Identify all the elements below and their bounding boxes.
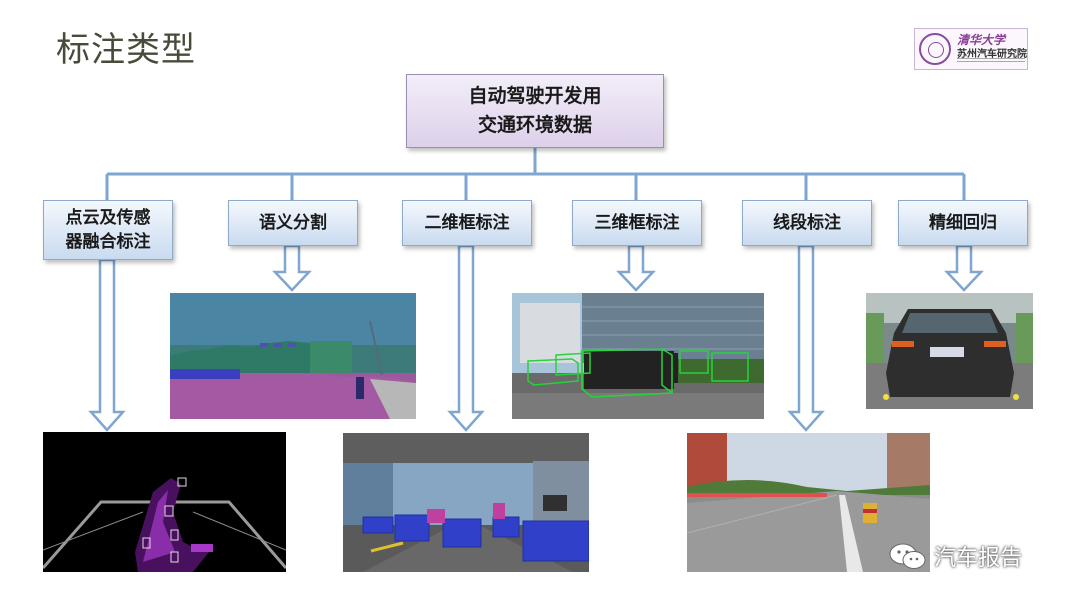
node-3d-box: 三维框标注 <box>572 200 702 246</box>
page-title: 标注类型 <box>56 30 196 70</box>
root-node: 自动驾驶开发用 交通环境数据 <box>406 74 664 148</box>
line-segment-image <box>687 433 930 572</box>
logo-subtitle: 苏州汽车研究院 <box>957 49 1027 60</box>
watermark-text: 汽车报告 <box>934 546 1023 571</box>
node-label-line1: 点云及传感 <box>65 208 151 228</box>
node-fine-regression: 精细回归 <box>898 200 1028 246</box>
logo-fine-print <box>957 58 1025 64</box>
2d-box-image <box>343 433 589 572</box>
tsinghua-logo: 清华大学 苏州汽车研究院 <box>914 28 1028 70</box>
pointcloud-image <box>43 432 286 572</box>
node-semantic-segmentation: 语义分割 <box>228 200 358 246</box>
3d-box-image <box>512 293 764 419</box>
logo-name: 清华大学 <box>957 33 1006 47</box>
node-label: 二维框标注 <box>424 213 510 233</box>
arrow-down-icon <box>944 244 984 292</box>
arrow-down-icon <box>616 244 656 292</box>
node-label: 精细回归 <box>929 213 997 233</box>
node-line-segment: 线段标注 <box>742 200 872 246</box>
arrow-down-icon <box>88 258 126 432</box>
node-pointcloud-fusion: 点云及传感 器融合标注 <box>43 200 173 260</box>
arrow-down-icon <box>787 244 825 432</box>
node-2d-box: 二维框标注 <box>402 200 532 246</box>
fine-regression-image <box>866 293 1033 409</box>
node-label: 语义分割 <box>259 213 327 233</box>
node-label: 三维框标注 <box>594 213 680 233</box>
watermark: 汽车报告 <box>888 540 1022 572</box>
root-line2: 交通环境数据 <box>477 114 592 136</box>
root-line1: 自动驾驶开发用 <box>468 85 602 107</box>
arrow-down-icon <box>272 244 312 292</box>
arrow-down-icon <box>447 244 485 432</box>
semantic-segmentation-image <box>170 293 416 419</box>
wechat-icon <box>889 543 926 569</box>
node-label: 线段标注 <box>773 213 841 233</box>
node-label-line2: 器融合标注 <box>65 232 151 252</box>
university-seal-icon <box>919 33 951 65</box>
